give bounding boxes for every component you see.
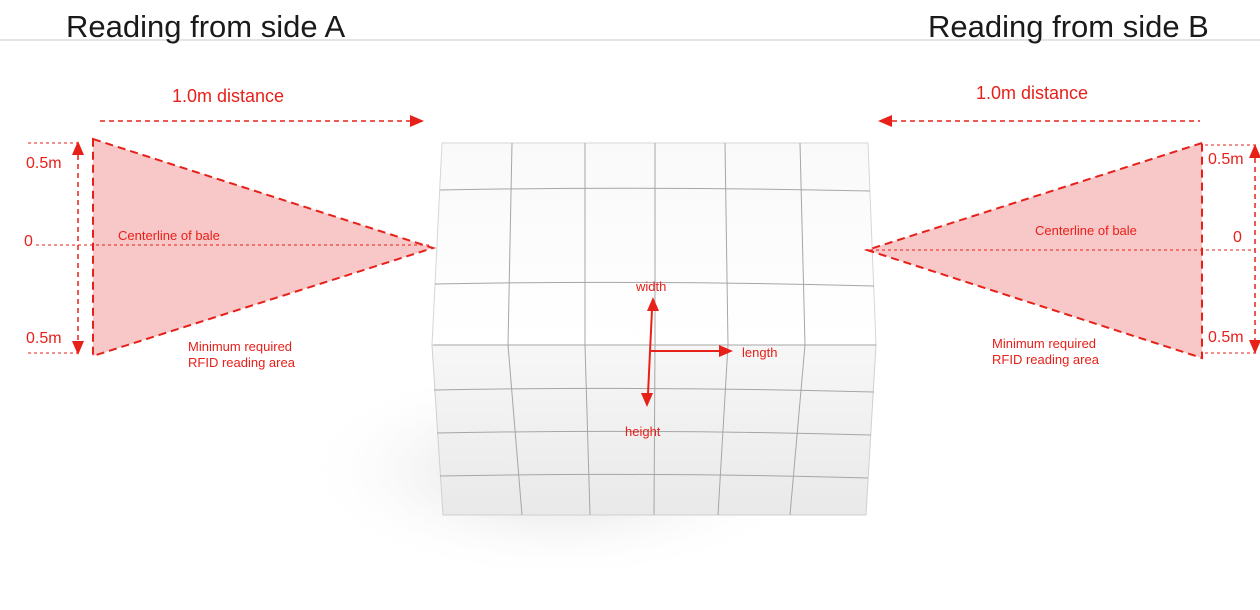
area-label-a: Minimum required RFID reading area <box>188 339 295 372</box>
reading-area-side-a <box>28 115 437 358</box>
height-arrowhead <box>641 393 653 407</box>
centerline-label-a: Centerline of bale <box>118 228 220 243</box>
bale-grid-lines <box>433 142 876 516</box>
bottom-label-a: 0.5m <box>26 330 62 347</box>
center-label-b: 0 <box>1233 229 1242 246</box>
distance-arrowhead-b <box>878 115 892 127</box>
width-arrowhead <box>647 297 659 311</box>
length-arrowhead <box>719 345 733 357</box>
height-arrow-up-b <box>1249 144 1260 158</box>
area-label-a-line1: Minimum required <box>188 339 293 354</box>
height-arrow-down-b <box>1249 340 1260 354</box>
center-label-a: 0 <box>24 233 33 250</box>
bottom-label-b: 0.5m <box>1208 329 1244 346</box>
bale <box>431 142 877 516</box>
width-label: width <box>636 279 667 294</box>
top-label-b: 0.5m <box>1208 151 1244 168</box>
height-arrow-up-a <box>72 141 84 155</box>
height-arrow-down-a <box>72 341 84 355</box>
area-label-b: Minimum required RFID reading area <box>992 336 1099 369</box>
title-side-b: Reading from side B <box>928 9 1209 44</box>
distance-label-b: 1.0m distance <box>976 83 1089 103</box>
bale-dimension-arrows <box>641 297 733 407</box>
height-label: height <box>625 424 661 439</box>
bale-top-face <box>431 142 877 346</box>
reading-area-side-b <box>863 115 1260 360</box>
centerline-label-b: Centerline of bale <box>1035 223 1137 238</box>
area-label-a-line2: RFID reading area <box>188 355 295 371</box>
title-side-a: Reading from side A <box>66 9 346 44</box>
distance-arrowhead-a <box>410 115 424 127</box>
reading-triangle-a <box>92 137 437 358</box>
top-label-a: 0.5m <box>26 155 62 172</box>
area-label-b-line2: RFID reading area <box>992 352 1099 368</box>
area-label-b-line1: Minimum required <box>992 336 1097 351</box>
distance-label-a: 1.0m distance <box>172 86 285 106</box>
length-label: length <box>742 345 778 360</box>
